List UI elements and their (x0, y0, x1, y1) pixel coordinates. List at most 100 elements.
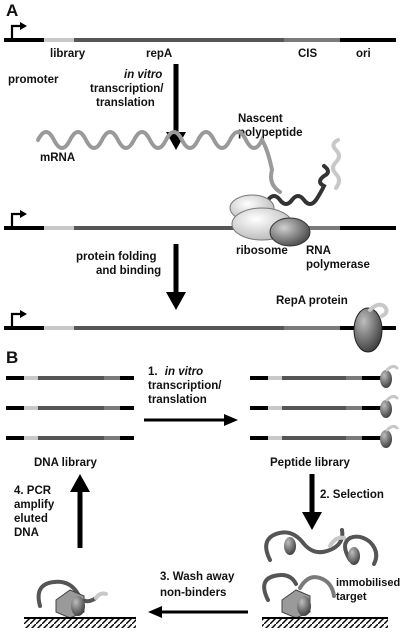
repa-segment (74, 326, 284, 330)
library-segment (24, 406, 38, 410)
promoter-arrow-icon (10, 312, 22, 326)
step1-line3: translation (96, 97, 155, 109)
step1-line2: transcription/ (90, 83, 164, 95)
cis-segment (284, 326, 340, 330)
library-segment (268, 406, 282, 410)
label-rna: RNA (306, 245, 331, 257)
panel-b-label: B (6, 348, 18, 367)
library-loop (94, 591, 108, 600)
peptide-tail (385, 364, 399, 372)
promoter-segment (6, 376, 24, 380)
promoter-segment (4, 326, 44, 330)
cis-segment (104, 376, 120, 380)
step4-line1: 4. PCR (14, 485, 52, 497)
cis-segment (346, 376, 362, 380)
construct-middle (4, 210, 396, 230)
step4-line3: eluted (14, 513, 48, 525)
arrow-left-wash-head-icon (148, 606, 162, 618)
surface-right (262, 618, 388, 628)
step1b-line1: 1. in vitro (148, 366, 203, 378)
promoter-arrowhead-icon (20, 210, 27, 218)
arrow-down-selection-head-icon (302, 512, 322, 530)
repa-segment (282, 376, 346, 380)
label-nascent-2: polypeptide (238, 127, 303, 139)
library-segment (44, 226, 74, 230)
step1b-italic: in vitro (165, 366, 203, 378)
cis-segment (104, 406, 120, 410)
promoter-arrowhead-icon (20, 310, 27, 318)
cis-segment (284, 38, 340, 42)
cis-loop (298, 575, 336, 598)
label-dna-library: DNA library (34, 457, 97, 469)
label-target-2: target (336, 591, 367, 603)
polypeptide-coil (266, 164, 330, 206)
label-library: library (50, 48, 86, 60)
repa-protein-blob (353, 307, 383, 353)
bound-complex (24, 579, 136, 628)
dna-loop (343, 534, 379, 566)
peptide-strand (250, 364, 399, 388)
label-promoter: promoter (8, 74, 59, 86)
ori-segment (362, 406, 384, 410)
cis-segment (284, 226, 340, 230)
peptide-strand (250, 394, 399, 418)
library-segment (44, 326, 74, 330)
promoter-segment (250, 376, 268, 380)
cis-segment (346, 406, 362, 410)
label-mrna: mRNA (40, 152, 75, 164)
label-repa: repA (146, 48, 172, 60)
label-ribosome: ribosome (236, 245, 288, 257)
library-segment (44, 38, 74, 42)
repa-protein-blob (380, 370, 392, 388)
construct-bottom (4, 310, 396, 330)
dna-library (6, 376, 134, 440)
label-ori: ori (356, 48, 371, 60)
promoter-segment (4, 226, 44, 230)
selection-cluster (262, 528, 388, 628)
panel-a-label: A (6, 1, 18, 20)
peptide-library (250, 364, 399, 448)
label-repa-protein: RepA protein (276, 295, 348, 307)
dna-strand (6, 436, 134, 440)
arrow-right-1-head-icon (224, 414, 238, 426)
label-selection: 2. Selection (320, 489, 384, 501)
step1b-num: 1. (148, 366, 158, 378)
repa-protein-blob (348, 547, 360, 565)
step3-line2: non-binders (160, 587, 226, 599)
repa-protein-blob (71, 596, 85, 616)
step1-line1: in vitro (124, 69, 162, 81)
construct-top (4, 22, 396, 42)
library-segment (24, 376, 38, 380)
dna-loop (264, 528, 345, 562)
peptide-tail (385, 424, 399, 432)
step1b-line3: translation (148, 394, 207, 406)
ori-segment (120, 406, 134, 410)
repa-segment (74, 38, 284, 42)
library-segment (268, 376, 282, 380)
cis-segment (346, 436, 362, 440)
repa-segment (74, 226, 284, 230)
repa-segment (38, 406, 104, 410)
repa-protein-blob (284, 537, 296, 555)
repa-protein-blob (380, 400, 392, 418)
label-polymerase: polymerase (306, 259, 370, 271)
repa-protein-blob (297, 596, 311, 616)
step1b-line2: transcription/ (148, 380, 222, 392)
ori-segment (120, 436, 134, 440)
step4-line4: DNA (14, 527, 39, 539)
dna-strand (6, 406, 134, 410)
ori-segment (340, 38, 396, 42)
library-segment (268, 436, 282, 440)
promoter-segment (250, 436, 268, 440)
ori-segment (362, 436, 384, 440)
label-peptide-library: Peptide library (270, 457, 350, 469)
peptide-tail (385, 394, 399, 402)
arrow-down-2-head-icon (166, 292, 186, 310)
cis-segment (104, 436, 120, 440)
repa-segment (38, 376, 104, 380)
step2-line2: and binding (96, 265, 161, 277)
repa-peptide-tail (368, 302, 389, 318)
promoter-arrowhead-icon (20, 22, 27, 30)
